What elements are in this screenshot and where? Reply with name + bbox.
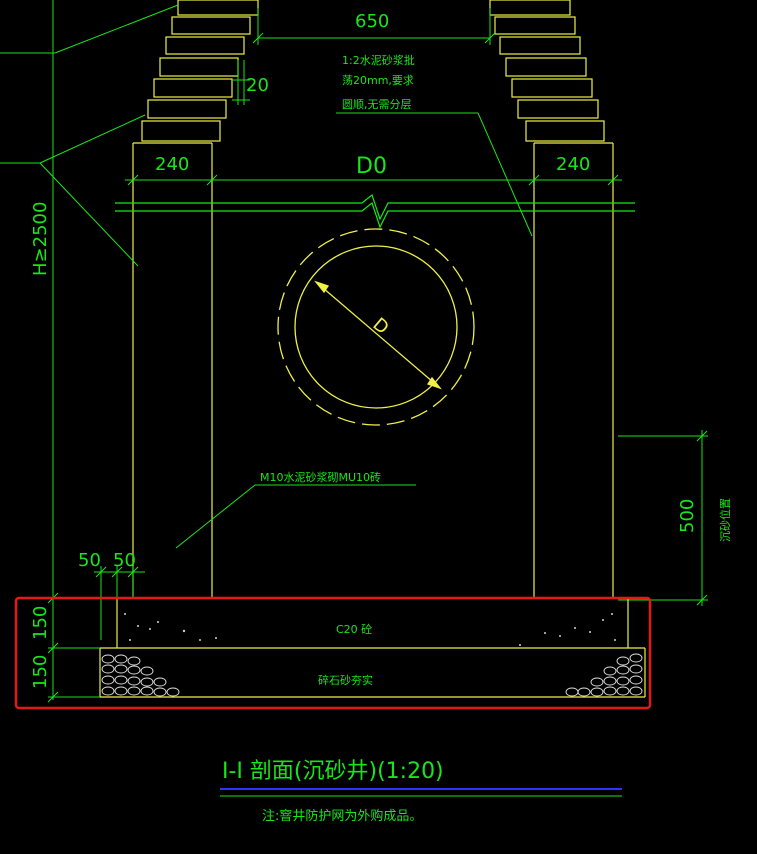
dim-slab-thickness-label: 150: [30, 606, 51, 640]
note-mortar-line3: 圆顺,无需分层: [342, 98, 412, 111]
leader-mortar: [336, 112, 533, 237]
dim-sand-depth: [618, 430, 708, 606]
note-sand-position: 沉砂位置: [718, 498, 732, 542]
brick-courses-right: [489, 0, 605, 142]
note-gravel: 碎石砂夯实: [318, 673, 373, 687]
concrete-speckles: [124, 613, 616, 646]
pipe-diameter-label: D: [369, 314, 393, 339]
dim-step: [232, 60, 250, 105]
dim-offsets: [94, 566, 145, 640]
dim-top-width: [252, 8, 496, 45]
dim-offset-b-label: 50: [113, 550, 136, 571]
note-masonry: M10水泥砂浆砌MU10砖: [260, 470, 381, 484]
dim-sand-depth-label: 500: [677, 499, 698, 533]
dim-step-label: 20: [246, 75, 269, 96]
dim-height: [0, 0, 179, 700]
leader-masonry: [175, 484, 416, 549]
dim-inner-diameter-label: D0: [356, 154, 387, 179]
gravel-stones: [101, 653, 643, 697]
highlight-box: [14, 596, 652, 710]
note-mortar-line1: 1:2水泥砂浆批: [342, 53, 415, 67]
break-line: [115, 193, 635, 229]
dim-base-layers: [47, 592, 100, 703]
dim-base-thickness-label: 150: [30, 655, 51, 689]
pipe-opening: [277, 228, 475, 426]
brick-courses-left: [141, 0, 259, 142]
note-mortar-line2: 荡20mm,要求: [342, 74, 414, 87]
dim-wall-left-label: 240: [155, 154, 189, 175]
dim-height-label: H≥2500: [30, 202, 51, 276]
footnote: 注:窨井防护网为外购成品。: [262, 808, 422, 824]
dim-walls: [125, 174, 622, 186]
dim-top-width-label: 650: [355, 11, 389, 32]
gravel-layer: [99, 648, 646, 698]
dim-offset-a-label: 50: [78, 550, 101, 571]
drawing-title: I-I 剖面(沉砂井)(1:20): [222, 759, 444, 784]
dim-wall-right-label: 240: [556, 154, 590, 175]
concrete-slab: [100, 598, 645, 649]
note-concrete: C20 砼: [336, 623, 372, 636]
